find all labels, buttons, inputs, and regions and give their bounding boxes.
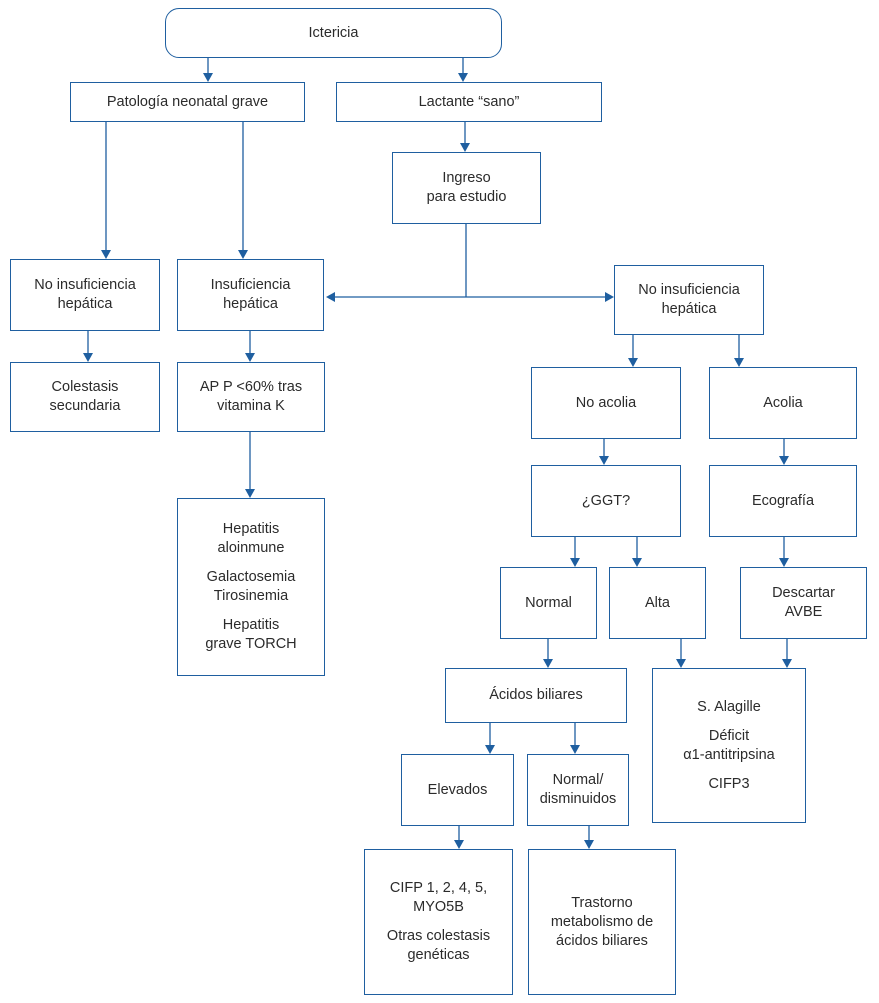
- node-label-line: Alta: [645, 594, 670, 611]
- node-label-line: Ictericia: [308, 24, 359, 41]
- node-insuficiencia-hepatica: Insuficiencia hepática: [177, 259, 324, 331]
- node-label-line: hepática: [57, 296, 113, 312]
- connector-arrowhead: [458, 73, 468, 82]
- node-acidos-normal-disminuidos: Normal/disminuidos: [527, 754, 629, 826]
- node-label-line: CIFP 1, 2, 4, 5,: [389, 880, 488, 896]
- node-label-line: grave TORCH: [205, 636, 297, 652]
- node-label-line: ácidos biliares: [556, 932, 648, 949]
- connector-arrowhead: [599, 456, 609, 465]
- node-label-line: para estudio: [426, 189, 507, 205]
- node-label-line: Colestasis: [51, 379, 119, 395]
- node-colestasis-secundaria: Colestasis secundaria: [10, 362, 160, 432]
- node-label-line: No acolia: [575, 394, 637, 411]
- connector-arrowhead: [245, 489, 255, 498]
- node-label-line: α1-antitripsina: [683, 746, 775, 763]
- node-label-line: Elevados: [427, 781, 488, 798]
- node-acidos-elevados: Elevados: [401, 754, 514, 826]
- node-label-line: Déficit: [708, 727, 750, 744]
- connector-arrowhead: [326, 292, 335, 302]
- node-no-acolia: No acolia: [531, 367, 681, 439]
- connector-arrowhead: [570, 558, 580, 567]
- connector-arrowhead: [238, 250, 248, 259]
- node-ggt-alta: Alta: [609, 567, 706, 639]
- connector-arrowhead: [543, 659, 553, 668]
- node-label-line: hepática: [661, 301, 717, 317]
- connector-arrowhead: [203, 73, 213, 82]
- node-acidos-biliares: Ácidos biliares: [445, 668, 627, 723]
- connector-arrowhead: [628, 358, 638, 367]
- node-label-line: Normal: [525, 594, 572, 611]
- node-ggt: ¿GGT?: [531, 465, 681, 537]
- node-label-line: No insuficiencia: [638, 282, 740, 298]
- node-label-line: Normal/: [552, 772, 604, 788]
- node-label-line: Ingreso: [442, 170, 491, 186]
- node-cifp-otras-colestasis: CIFP 1, 2, 4, 5, MYO5B Otras colestasis gen…: [364, 849, 513, 995]
- connector-arrowhead: [779, 558, 789, 567]
- node-label-line: vitamina K: [217, 398, 285, 414]
- node-label-line: Otras colestasis: [386, 928, 491, 944]
- node-label-line: Trastorno: [571, 894, 633, 911]
- node-label-line: Galactosemia: [206, 569, 296, 585]
- node-ingreso-para-estudio: Ingreso para estudio: [392, 152, 541, 224]
- node-lactante-sano: Lactante “sano”: [336, 82, 602, 122]
- node-label-line: Ácidos biliares: [489, 687, 583, 703]
- node-label-line: secundaria: [49, 398, 121, 414]
- node-no-insuficiencia-hepatica-left: No insuficiencia hepática: [10, 259, 160, 331]
- node-label-line: MYO5B: [413, 899, 464, 915]
- connector-arrowhead: [779, 456, 789, 465]
- node-label-line: CIFP3: [708, 775, 750, 792]
- connector-arrowhead: [454, 840, 464, 849]
- node-label-line: AP P <60% tras: [199, 379, 303, 395]
- node-label-line: Patología neonatal grave: [106, 93, 269, 110]
- node-label-line: No insuficiencia: [34, 277, 136, 293]
- node-label-line: genéticas: [407, 947, 470, 963]
- node-trastorno-metabolismo: Trastorno metabolismo de ácidos biliares: [528, 849, 676, 995]
- node-label-line: Hepatitis: [222, 617, 280, 633]
- node-ecografia: Ecografía: [709, 465, 857, 537]
- node-label-line: metabolismo de: [550, 913, 654, 930]
- connector-arrowhead: [83, 353, 93, 362]
- node-ggt-normal: Normal: [500, 567, 597, 639]
- node-label-line: hepática: [223, 296, 278, 312]
- node-ictericia: Ictericia: [165, 8, 502, 58]
- node-label-line: Tirosinemia: [213, 588, 289, 604]
- node-label-line: AVBE: [784, 604, 823, 620]
- node-label-line: S. Alagille: [697, 698, 761, 715]
- connector-arrowhead: [101, 250, 111, 259]
- connector-arrowhead: [570, 745, 580, 754]
- connector-arrowhead: [605, 292, 614, 302]
- node-ap-p-vitamina-k: AP P <60% tras vitamina K: [177, 362, 325, 432]
- connector-arrowhead: [245, 353, 255, 362]
- node-label-line: disminuidos: [539, 791, 617, 807]
- connector-arrowhead: [676, 659, 686, 668]
- node-label-line: ¿GGT?: [581, 492, 631, 509]
- node-label-line: Acolia: [763, 394, 803, 411]
- connector-arrowhead: [632, 558, 642, 567]
- node-patologia-neonatal-grave: Patología neonatal grave: [70, 82, 305, 122]
- node-no-insuficiencia-hepatica-right: No insuficiencia hepática: [614, 265, 764, 335]
- node-label-line: Ecografía: [751, 492, 815, 509]
- node-label-line: Insuficiencia: [210, 277, 291, 293]
- node-label-line: Hepatitis: [222, 521, 280, 537]
- connector-arrowhead: [485, 745, 495, 754]
- node-label-line: Lactante “sano”: [418, 93, 520, 110]
- connector-arrowhead: [782, 659, 792, 668]
- node-label-line: aloinmune: [217, 540, 285, 556]
- connector-arrowhead: [734, 358, 744, 367]
- connector-arrowhead: [460, 143, 470, 152]
- connector-arrowhead: [584, 840, 594, 849]
- node-label-line: Descartar: [772, 585, 835, 601]
- node-acolia: Acolia: [709, 367, 857, 439]
